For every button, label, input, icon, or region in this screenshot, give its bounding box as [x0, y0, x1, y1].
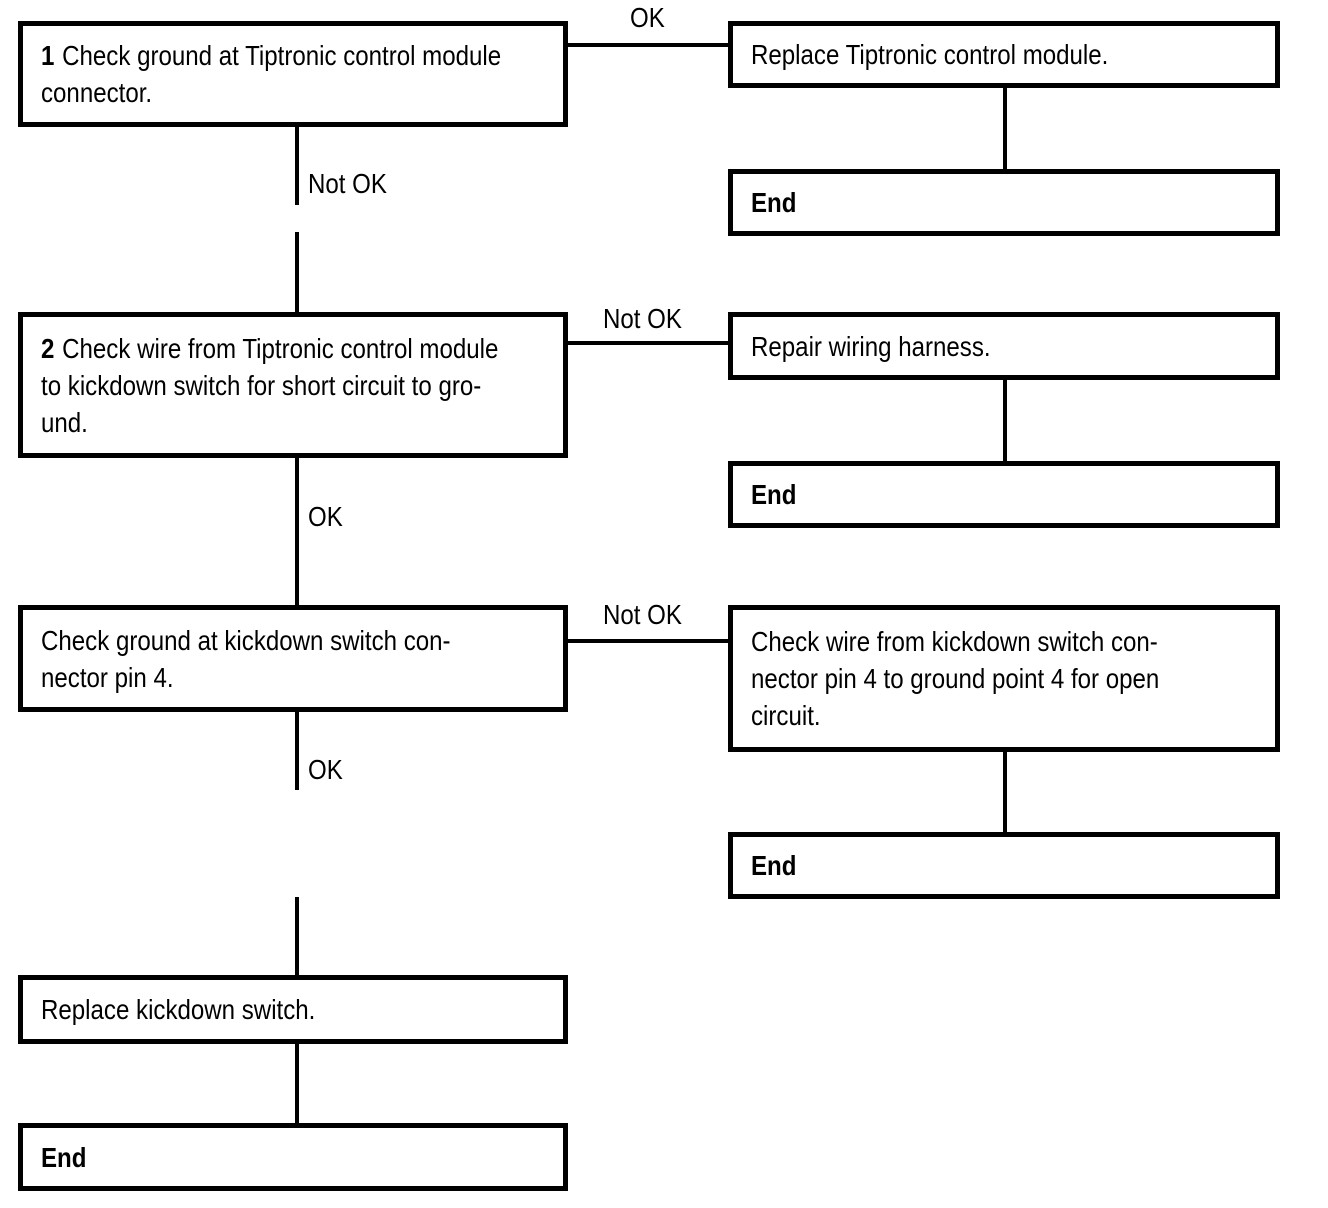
- edge-label-ok-2: OK: [308, 501, 343, 532]
- connector-replace-module-end1: [1003, 86, 1007, 171]
- node-text: Replace kickdown switch.: [41, 994, 316, 1025]
- edge-label-not-ok-3: Not OK: [603, 599, 682, 630]
- node-replace-module: Replace Tiptronic control module.: [728, 21, 1280, 88]
- node-repair-harness-content: Repair wiring harness.: [751, 328, 991, 365]
- connector-step1-replace-module: [566, 43, 730, 47]
- node-check-wire-content: Check wire from kickdown switch con- nec…: [751, 623, 1159, 734]
- node-end-2-content: End: [751, 476, 796, 513]
- connector-step1-step2-lower: [295, 232, 299, 314]
- node-text: Check ground at kickdown switch con- nec…: [41, 624, 451, 693]
- connector-repair-harness-end2: [1003, 378, 1007, 463]
- node-text: Replace Tiptronic control module.: [751, 39, 1109, 70]
- node-end-1-content: End: [751, 184, 796, 221]
- edge-label-not-ok-2: Not OK: [603, 303, 682, 334]
- node-check-wire: Check wire from kickdown switch con- nec…: [728, 605, 1280, 752]
- node-text: Check wire from Tiptronic control module…: [41, 332, 499, 438]
- connector-step2-repair-harness: [566, 341, 730, 345]
- node-replace-switch-content: Replace kickdown switch.: [41, 991, 315, 1028]
- connector-replace-switch-end4: [295, 1042, 299, 1125]
- node-end-3: End: [728, 832, 1280, 899]
- node-end-4: End: [18, 1123, 568, 1191]
- connector-step3-replace-switch-lower: [295, 897, 299, 977]
- end-label: End: [41, 1141, 87, 1173]
- node-end-1: End: [728, 169, 1280, 236]
- end-label: End: [751, 187, 797, 218]
- node-end-3-content: End: [751, 847, 796, 884]
- node-end-2: End: [728, 461, 1280, 528]
- step-number: 2: [41, 332, 55, 364]
- connector-step1-step2-upper: [295, 125, 299, 205]
- node-step3-content: Check ground at kickdown switch con- nec…: [41, 622, 451, 696]
- connector-step2-step3: [295, 456, 299, 607]
- edge-label-not-ok-1: Not OK: [308, 168, 387, 199]
- connector-step3-check-wire: [566, 639, 730, 643]
- node-replace-module-content: Replace Tiptronic control module.: [751, 36, 1108, 73]
- end-label: End: [751, 850, 797, 881]
- connector-step3-replace-switch-upper: [295, 710, 299, 790]
- edge-label-ok-top: OK: [630, 2, 665, 33]
- step-number: 1: [41, 40, 55, 71]
- connector-check-wire-end3: [1003, 750, 1007, 834]
- edge-label-ok-3: OK: [308, 754, 343, 785]
- node-text: Repair wiring harness.: [751, 330, 991, 362]
- node-step3: Check ground at kickdown switch con- nec…: [18, 605, 568, 712]
- node-text: Check ground at Tiptronic control module…: [41, 40, 502, 108]
- node-text: Check wire from kickdown switch con- nec…: [751, 626, 1160, 731]
- node-repair-harness: Repair wiring harness.: [728, 312, 1280, 380]
- end-label: End: [751, 479, 797, 510]
- node-replace-switch: Replace kickdown switch.: [18, 975, 568, 1044]
- node-end-4-content: End: [41, 1139, 86, 1176]
